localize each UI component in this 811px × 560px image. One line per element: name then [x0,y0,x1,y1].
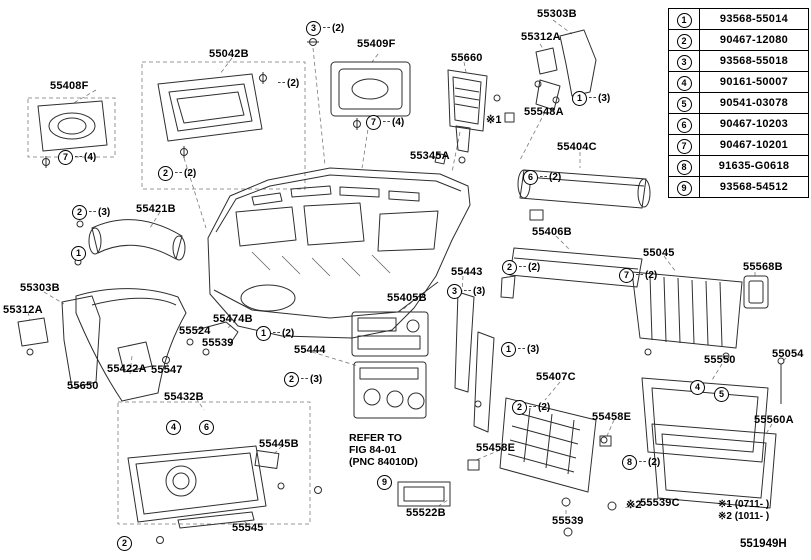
part-ref-number: 5 [676,97,692,112]
part-ref-cell: 7 [668,134,700,156]
part-ref-number: 8 [676,160,692,175]
part-ref-cell: 3 [668,50,700,72]
part-ref-cell: 4 [668,71,700,93]
parts-table-row: 4 90161-50007 [668,71,809,93]
drawing-number: 551949H [740,538,787,550]
part-ref-number: 1 [676,13,692,28]
refer-note-line: REFER TO [349,432,402,444]
part-number-cell: 93568-55018 [699,50,809,72]
part-ref-number: 9 [676,181,692,196]
parts-table-row: 1 93568-55014 [668,8,809,30]
part-number-cell: 90467-10203 [699,113,809,135]
parts-table-row: 5 90541-03078 [668,92,809,114]
part-ref-cell: 9 [668,176,700,198]
part-ref-number: 2 [676,34,692,49]
refer-note-line: (PNC 84010D) [349,456,418,468]
part-ref-cell: 1 [668,8,700,30]
part-number-cell: 90541-03078 [699,92,809,114]
part-number-cell: 90467-12080 [699,29,809,51]
part-ref-number: 3 [676,55,692,70]
part-ref-cell: 5 [668,92,700,114]
part-ref-number: 7 [676,139,692,154]
parts-table-row: 6 90467-10203 [668,113,809,135]
production-note-2: ※2 (1011- ) [718,511,770,522]
refer-note: REFER TO FIG 84-01 (PNC 84010D) [349,432,418,468]
refer-note-line: FIG 84-01 [349,444,397,456]
parts-table-row: 9 93568-54512 [668,176,809,198]
part-ref-cell: 6 [668,113,700,135]
parts-table-row: 7 90467-10201 [668,134,809,156]
parts-table-row: 2 90467-12080 [668,29,809,51]
part-ref-number: 4 [676,76,692,91]
part-ref-number: 6 [676,118,692,133]
parts-table-row: 8 91635-G0618 [668,155,809,177]
part-ref-cell: 8 [668,155,700,177]
parts-reference-table: 1 93568-55014 2 90467-12080 3 93568-55018 4 901… [668,8,809,198]
part-ref-cell: 2 [668,29,700,51]
part-number-cell: 90161-50007 [699,71,809,93]
part-number-cell: 93568-54512 [699,176,809,198]
production-note-1: ※1 (0711- ) [718,499,770,510]
part-number-cell: 91635-G0618 [699,155,809,177]
parts-table-row: 3 93568-55018 [668,50,809,72]
part-number-cell: 93568-55014 [699,8,809,30]
part-number-cell: 90467-10201 [699,134,809,156]
